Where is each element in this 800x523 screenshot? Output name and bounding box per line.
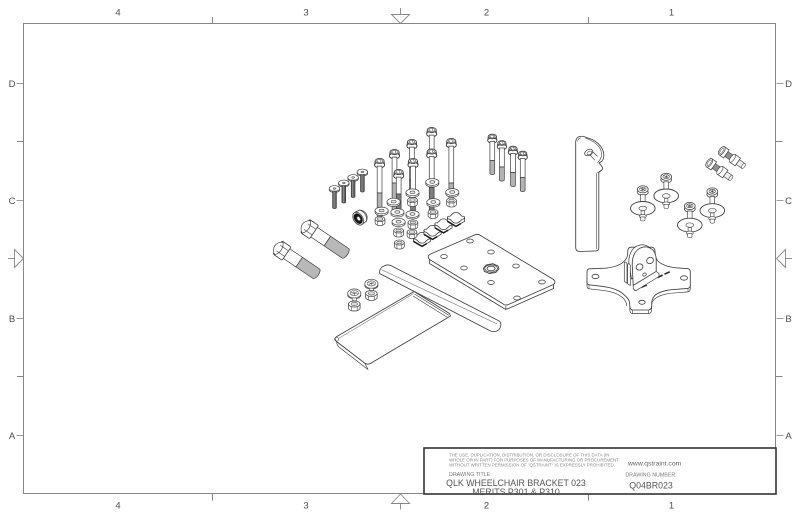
svg-text:Q04BR023: Q04BR023 — [629, 481, 673, 491]
svg-text:C: C — [9, 196, 16, 207]
svg-text:D: D — [785, 79, 792, 90]
svg-text:www.qstraint.com: www.qstraint.com — [627, 461, 682, 468]
svg-text:2: 2 — [484, 8, 489, 19]
svg-text:MERITS P301 & P310: MERITS P301 & P310 — [472, 487, 560, 497]
svg-text:4: 4 — [115, 501, 120, 512]
svg-text:A: A — [9, 431, 16, 442]
svg-text:A: A — [785, 431, 792, 442]
svg-text:1: 1 — [669, 8, 674, 19]
svg-text:WHOLE OR IN PART) FOR PURPOSES: WHOLE OR IN PART) FOR PURPOSES OF MANUFA… — [449, 458, 619, 463]
svg-text:B: B — [785, 314, 791, 325]
svg-text:QLK WHEELCHAIR BRACKET 023: QLK WHEELCHAIR BRACKET 023 — [446, 478, 586, 488]
svg-text:4: 4 — [115, 8, 120, 19]
svg-text:WITHOUT WRITTEN PERMISSION OF: WITHOUT WRITTEN PERMISSION OF "QSTRAINT"… — [449, 463, 615, 468]
svg-text:3: 3 — [303, 8, 308, 19]
svg-text:D: D — [9, 79, 16, 90]
svg-text:THE USE, DUPLICATION, DISTRIBU: THE USE, DUPLICATION, DISTRIBUTION, OR D… — [449, 453, 609, 458]
svg-text:DRAWING TITLE:: DRAWING TITLE: — [449, 472, 492, 478]
svg-text:2: 2 — [484, 501, 489, 512]
svg-text:C: C — [785, 196, 792, 207]
svg-text:DRAWING NUMBER:: DRAWING NUMBER: — [625, 473, 676, 479]
svg-text:1: 1 — [669, 501, 674, 512]
svg-text:3: 3 — [303, 501, 308, 512]
svg-text:B: B — [9, 314, 15, 325]
